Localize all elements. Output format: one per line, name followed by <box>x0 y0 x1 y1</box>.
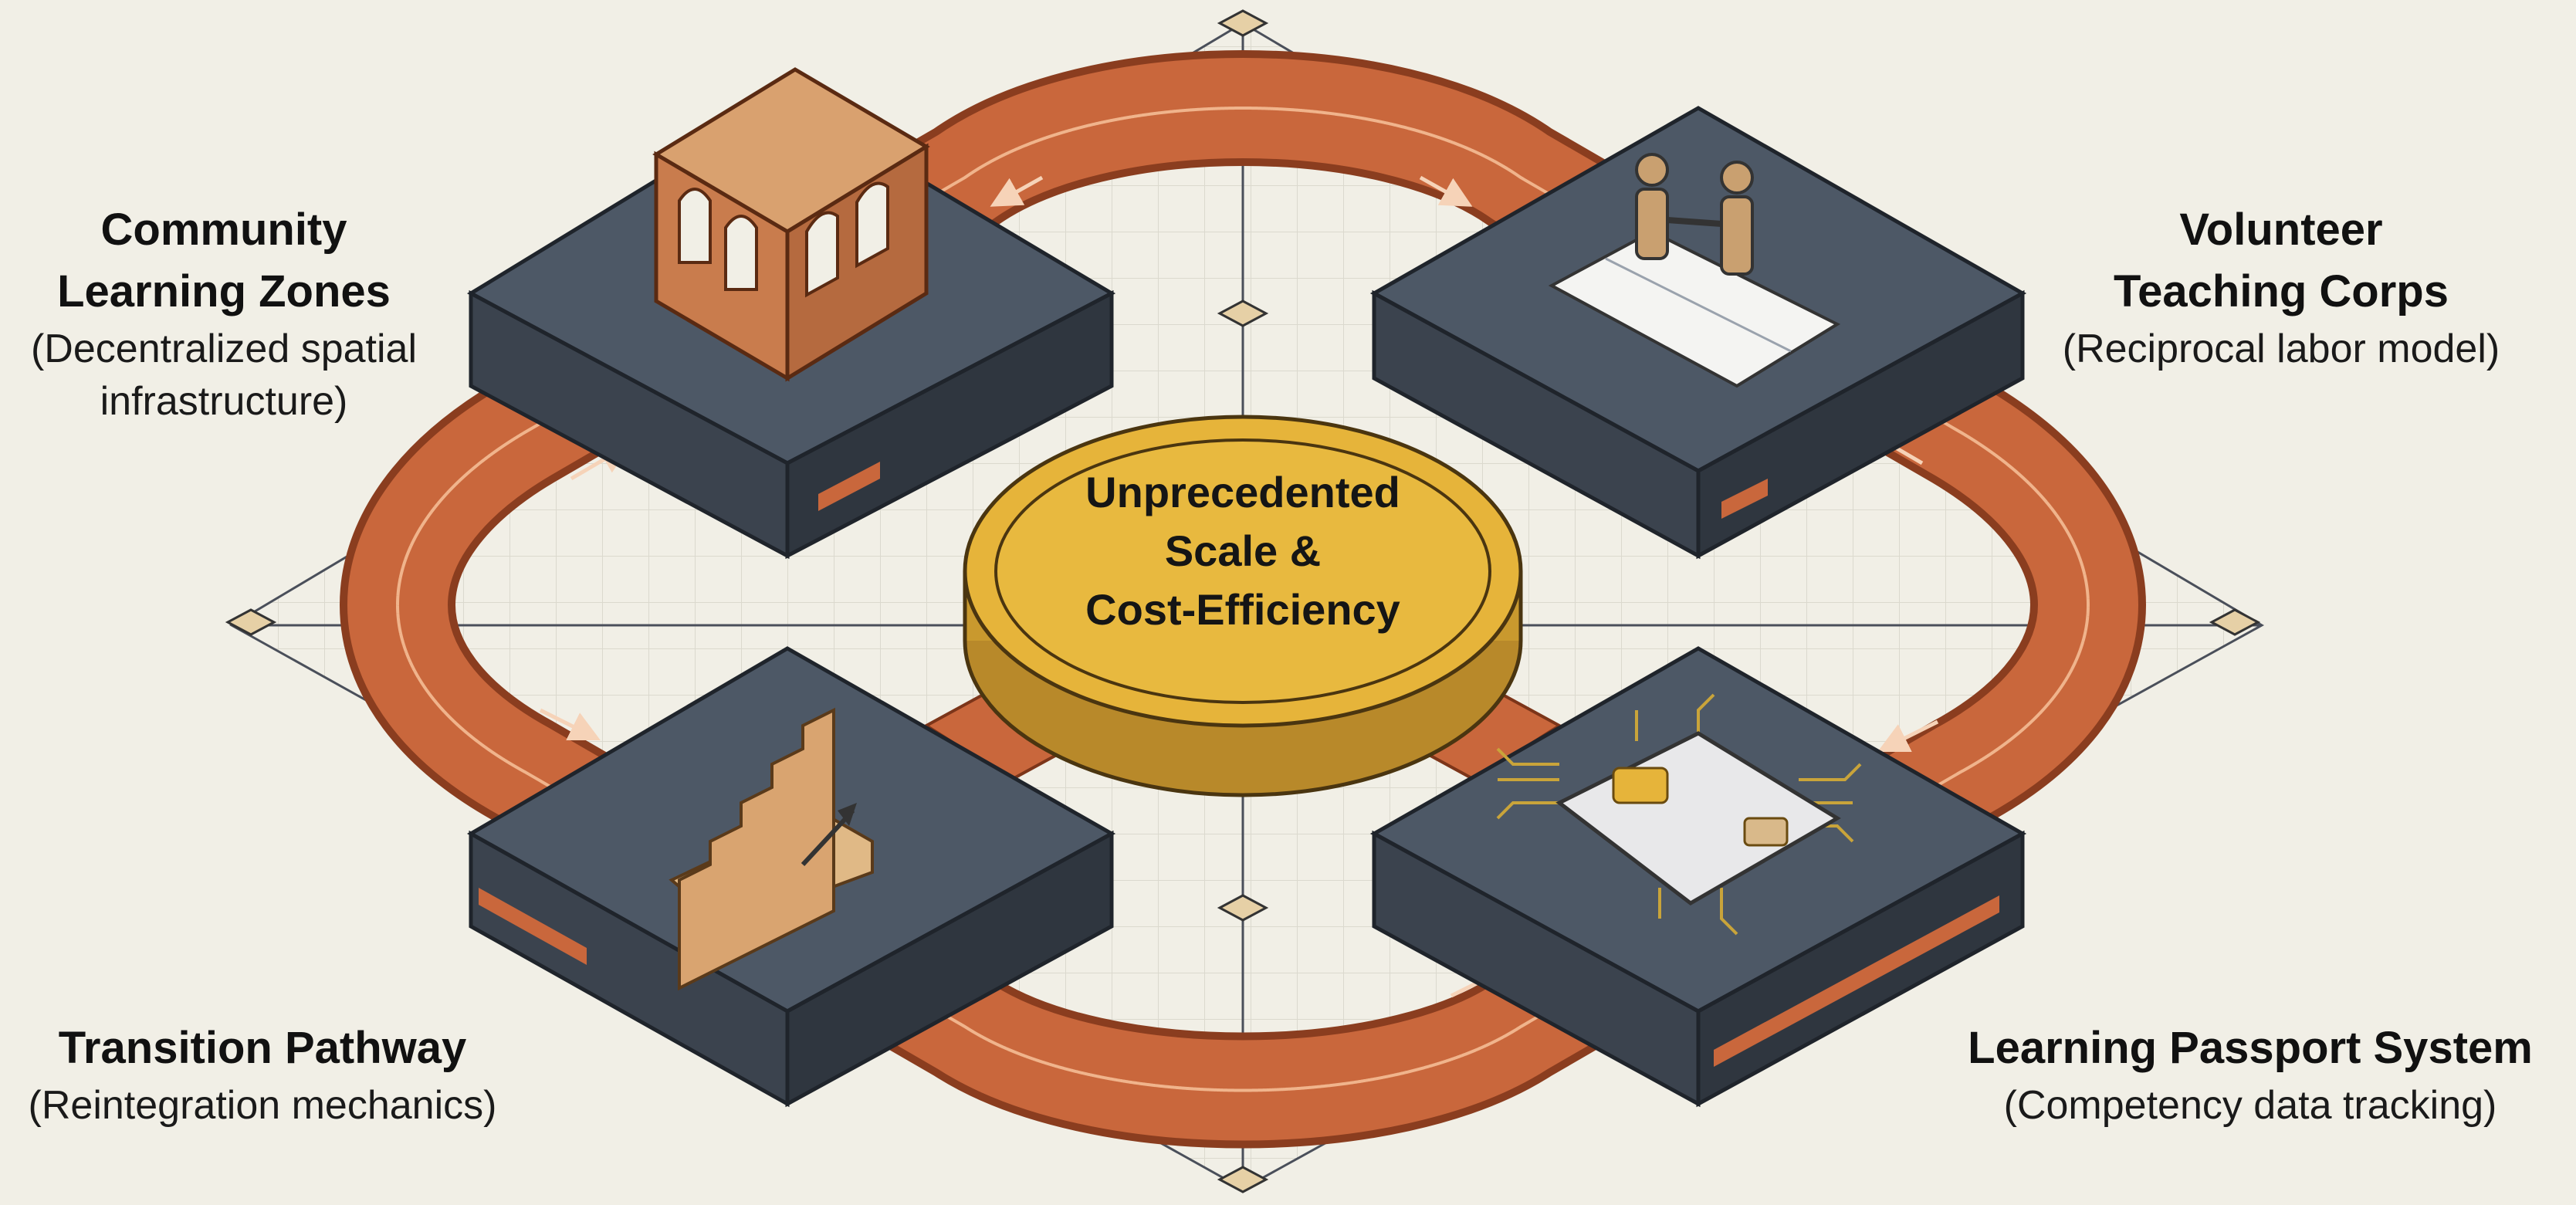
flow-track-loop <box>340 50 2146 1149</box>
label-learning-passport-system: Learning Passport System (Competency dat… <box>1930 1017 2571 1132</box>
volunteer-title-line-1: Volunteer <box>2179 205 2383 255</box>
arch-building-icon <box>652 67 930 382</box>
community-title-line-2: Learning Zones <box>57 266 391 316</box>
staircase-icon <box>669 707 874 991</box>
transition-title: Transition Pathway <box>58 1023 467 1073</box>
grid-anchor-right <box>2209 608 2261 636</box>
central-coin <box>963 415 1523 797</box>
grid-anchor-upper-center <box>1217 300 1269 327</box>
track-arrow-top <box>990 175 1473 207</box>
passport-title: Learning Passport System <box>1968 1023 2533 1073</box>
grid-anchor-left <box>225 608 277 636</box>
center-title-line-1: Unprecedented <box>1085 468 1400 516</box>
grid-anchor-lower-center <box>1217 894 1269 922</box>
passport-subtitle: (Competency data tracking) <box>2003 1083 2497 1128</box>
center-title: Unprecedented Scale & Cost-Efficiency <box>980 463 1505 639</box>
center-title-line-3: Cost-Efficiency <box>1085 585 1400 634</box>
volunteer-subtitle: (Reciprocal labor model) <box>2062 327 2500 371</box>
community-subtitle-line-1: (Decentralized spatial <box>30 327 418 371</box>
chip-card-icon <box>1496 693 1862 936</box>
community-subtitle-line-2: infrastructure) <box>100 379 348 424</box>
grid-anchor-top <box>1217 9 1269 37</box>
handshake-icon <box>1548 153 1841 388</box>
center-title-line-2: Scale & <box>1164 526 1322 575</box>
label-transition-pathway: Transition Pathway (Reintegration mechan… <box>0 1017 525 1132</box>
volunteer-title-line-2: Teaching Corps <box>2114 266 2449 316</box>
community-title-line-1: Community <box>100 205 347 255</box>
label-volunteer-teaching-corps: Volunteer Teaching Corps (Reciprocal lab… <box>2038 199 2524 375</box>
transition-subtitle: (Reintegration mechanics) <box>28 1083 497 1128</box>
label-community-learning-zones: Community Learning Zones (Decentralized … <box>8 199 440 428</box>
grid-anchor-bottom <box>1217 1166 1269 1193</box>
